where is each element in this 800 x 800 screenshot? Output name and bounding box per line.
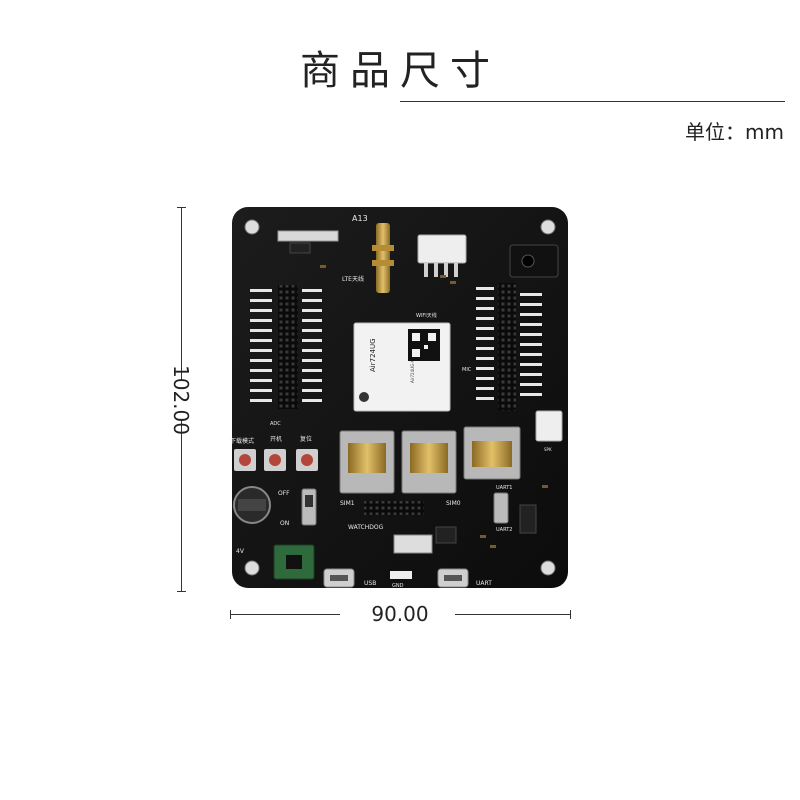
width-dimension-line-left bbox=[230, 614, 340, 615]
silk-a13: A13 bbox=[352, 214, 368, 223]
silk-btn3: 复位 bbox=[300, 435, 312, 443]
silk-mic: MIC bbox=[462, 367, 472, 373]
dip-switch bbox=[393, 534, 433, 554]
bottom-pin-header bbox=[364, 501, 424, 515]
silk-spk: SPK bbox=[544, 447, 552, 452]
silk-uart: UART bbox=[476, 580, 492, 587]
silk-sim0: SIM0 bbox=[446, 500, 461, 507]
silk-wifi: WIFI天线 bbox=[416, 312, 437, 319]
width-dimension-tick-left bbox=[230, 610, 231, 619]
silk-4v: 4V bbox=[236, 548, 245, 555]
jst-connector-right bbox=[535, 410, 563, 442]
silk-uart2: UART2 bbox=[496, 527, 512, 533]
silk-off: OFF bbox=[278, 490, 290, 497]
gnd-header bbox=[390, 571, 412, 579]
silk-uart1: UART1 bbox=[496, 485, 512, 491]
fpc-connector bbox=[277, 230, 339, 242]
height-dimension-label: 102.00 bbox=[169, 365, 193, 435]
silk-sim1: SIM1 bbox=[340, 500, 355, 507]
mount-hole-tr bbox=[540, 219, 556, 235]
height-dimension-label-bg: 102.00 bbox=[157, 365, 205, 435]
right-pin-header bbox=[498, 283, 516, 411]
left-pin-header bbox=[278, 285, 298, 409]
page-title: 商品尺寸 bbox=[300, 48, 500, 94]
ic-chip-3 bbox=[289, 242, 311, 254]
module-sub: Air724UG-XXX bbox=[410, 354, 415, 383]
mount-hole-tl bbox=[244, 219, 260, 235]
title-rule bbox=[400, 101, 785, 102]
jst-connector-top bbox=[417, 234, 467, 264]
unit-label: 单位：mm bbox=[685, 120, 784, 144]
width-dimension-tick-right bbox=[570, 610, 571, 619]
silk-lte: LTE天线 bbox=[342, 275, 364, 283]
mount-hole-bl bbox=[244, 560, 260, 576]
pcb-board-photo: A13 LTE天线 Air724UG Air724UG-XXX WIFI天线 bbox=[230, 207, 568, 589]
silk-usb: USB bbox=[364, 580, 376, 587]
silk-gnd: GND bbox=[392, 583, 404, 589]
ic-chip-2 bbox=[519, 504, 537, 534]
silk-adc: ADC bbox=[270, 421, 281, 427]
ic-chip-1 bbox=[435, 526, 457, 544]
height-dimension-tick-top bbox=[177, 207, 186, 208]
silk-on: ON bbox=[280, 520, 289, 527]
silk-btn1: 下载模式 bbox=[230, 437, 254, 445]
mount-hole-br bbox=[540, 560, 556, 576]
uart-slide-switch bbox=[493, 492, 509, 524]
width-dimension-line-right bbox=[455, 614, 570, 615]
silk-watchdog: WATCHDOG bbox=[348, 524, 384, 531]
height-dimension-tick-bottom bbox=[177, 591, 186, 592]
sma-connector bbox=[376, 223, 390, 293]
silk-btn2: 开机 bbox=[270, 435, 282, 443]
width-dimension-label: 90.00 bbox=[371, 602, 429, 626]
module-model: Air724UG bbox=[369, 338, 377, 372]
